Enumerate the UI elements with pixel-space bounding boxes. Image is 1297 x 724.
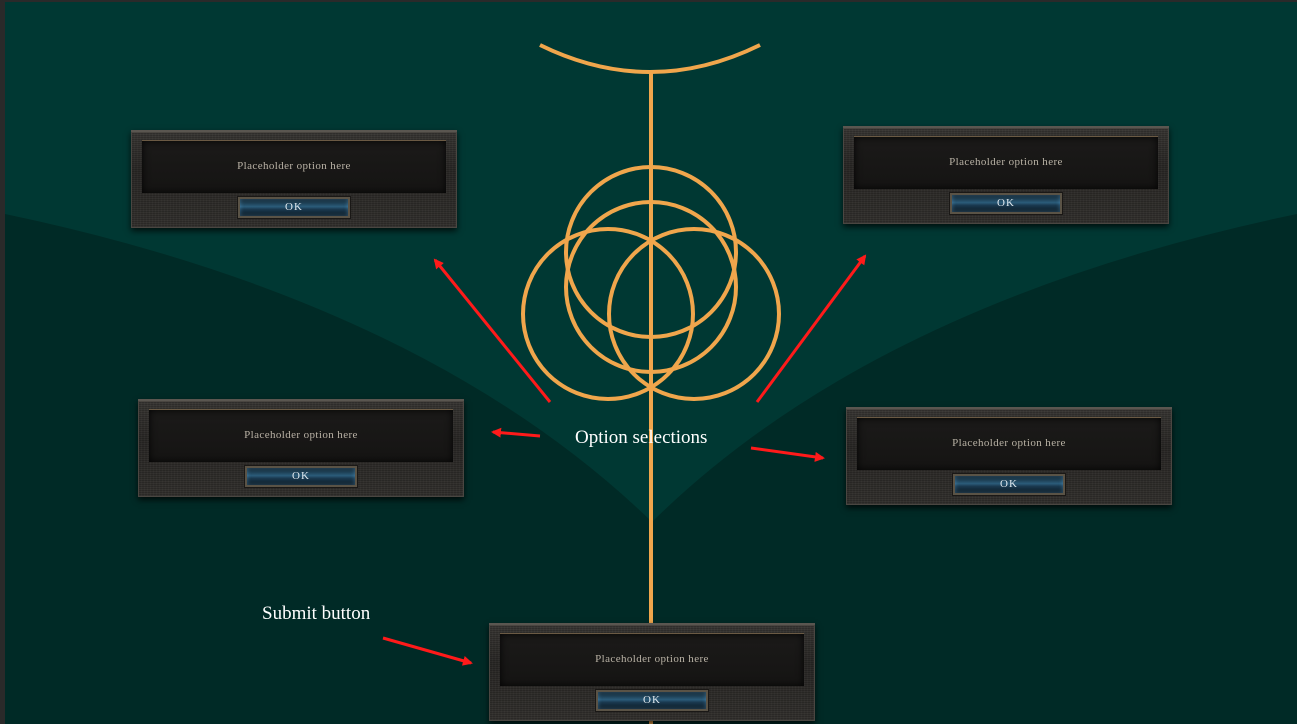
option-panel-inner: Placeholder option here	[854, 136, 1158, 189]
arrow-to-mid-right-option	[750, 446, 825, 462]
annotation-option-selections: Option selections	[575, 427, 708, 448]
option-panel-inner: Placeholder option here	[500, 633, 804, 686]
arrow-to-submit-button	[382, 636, 473, 666]
option-panel-inner: Placeholder option here	[142, 140, 446, 193]
option-text: Placeholder option here	[237, 160, 351, 172]
arrow-to-top-left-option	[433, 258, 552, 403]
option-text: Placeholder option here	[952, 437, 1066, 449]
elden-ring-emblem-icon	[521, 43, 781, 724]
option-text: Placeholder option here	[244, 429, 358, 441]
submit-panel: Placeholder option here OK	[489, 623, 815, 721]
scene-canvas: Placeholder option here OK Placeholder o…	[5, 2, 1297, 724]
option-panel-inner: Placeholder option here	[857, 417, 1161, 470]
emblem-ring-left	[521, 227, 695, 401]
emblem-ring-middle	[564, 200, 738, 374]
arrow-to-mid-left-option	[491, 427, 541, 438]
background-art	[5, 43, 1297, 724]
ok-button[interactable]: OK	[238, 197, 350, 218]
emblem-crescent	[539, 43, 761, 74]
ok-button[interactable]: OK	[950, 193, 1062, 214]
option-panel-top-left: Placeholder option here OK	[131, 130, 457, 228]
ok-button[interactable]: OK	[953, 474, 1065, 495]
option-panel-inner: Placeholder option here	[149, 409, 453, 462]
option-text: Placeholder option here	[595, 653, 709, 665]
option-panel-top-right: Placeholder option here OK	[843, 126, 1169, 224]
arrow-to-top-right-option	[755, 254, 867, 403]
submit-button[interactable]: OK	[596, 690, 708, 711]
option-panel-mid-left: Placeholder option here OK	[138, 399, 464, 497]
option-panel-mid-right: Placeholder option here OK	[846, 407, 1172, 505]
ok-button[interactable]: OK	[245, 466, 357, 487]
emblem-ring-right	[607, 227, 781, 401]
annotation-submit-button: Submit button	[262, 603, 371, 624]
option-text: Placeholder option here	[949, 156, 1063, 168]
emblem-ring-top	[564, 165, 738, 339]
